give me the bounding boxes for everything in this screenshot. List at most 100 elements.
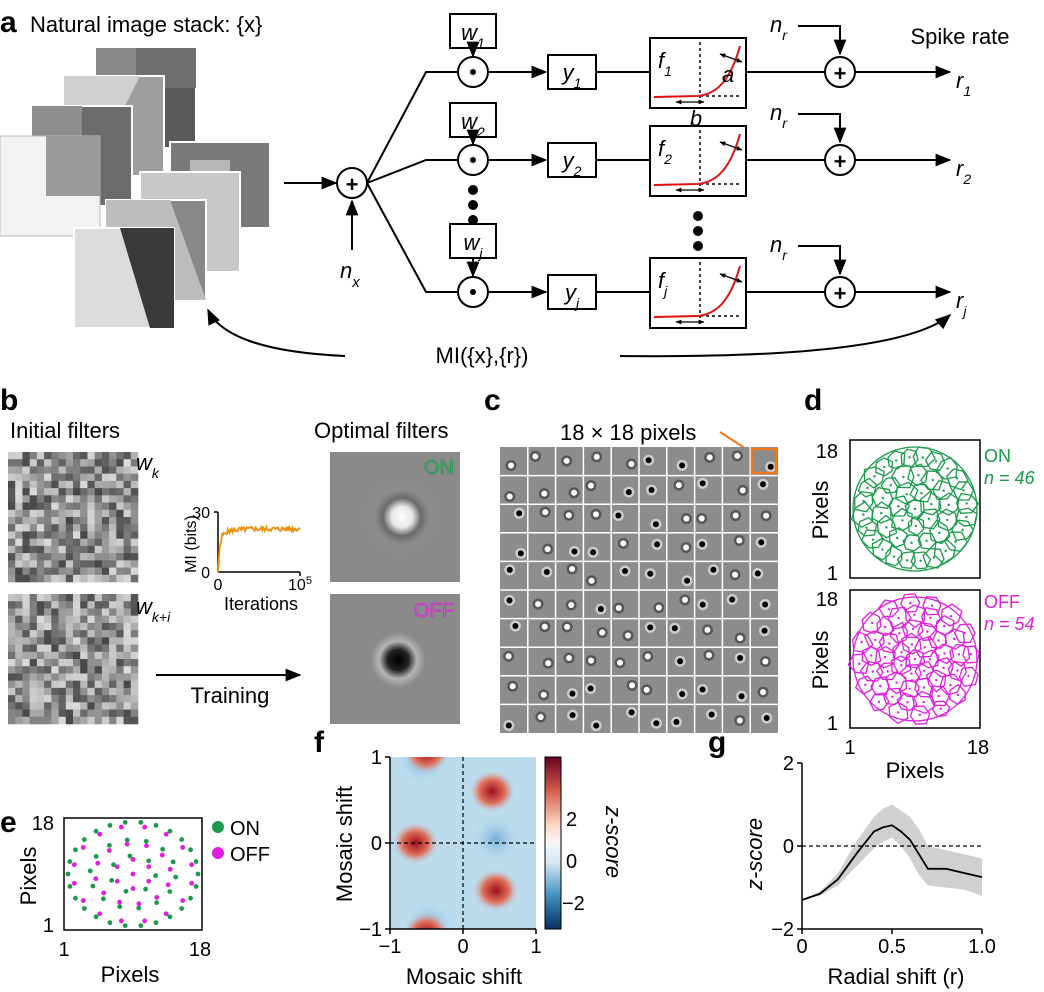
filter-cell: [739, 487, 746, 494]
param-b-label: b: [690, 106, 702, 131]
filter-cell: [588, 657, 595, 664]
hot-spot-1: [471, 868, 520, 913]
d-tick-top-1: 1: [827, 563, 838, 585]
on-dot: [138, 819, 144, 825]
mosaic-cell: [900, 448, 919, 468]
off-dot: [142, 824, 148, 830]
initial-filter-wk: [8, 452, 139, 583]
initial-filter-wki: [8, 594, 139, 725]
mosaic-boundary: [852, 596, 978, 722]
filter-cell: [737, 635, 744, 642]
weight-label-1: w1: [461, 20, 485, 51]
mosaic-cell: [887, 450, 906, 470]
filter-cell: [762, 658, 769, 665]
filter-cell: [698, 515, 705, 522]
filter-cell: [706, 454, 713, 461]
nonlinearity-label-1: f1: [658, 48, 672, 79]
nonlinearity-label-2: f2: [658, 136, 672, 167]
grid-size-label: 18 × 18 pixels: [560, 420, 696, 445]
off-dot: [189, 880, 195, 886]
off-dot: [154, 895, 160, 900]
filter-cell: [516, 510, 523, 517]
on-dot: [124, 837, 130, 843]
filter-cell: [645, 457, 652, 464]
panel-c-label: c: [484, 384, 501, 417]
filter-cell: [571, 489, 578, 496]
f-xtick: 1: [530, 936, 541, 958]
filter-cell: [616, 659, 623, 666]
on-dot: [67, 859, 73, 864]
off-dot: [95, 860, 101, 866]
mosaic-cell: [924, 450, 946, 472]
on-mosaic: [850, 446, 980, 572]
filter-cell: [647, 570, 654, 577]
dot-symbol-2: [470, 157, 476, 163]
off-dot: [97, 911, 103, 917]
filter-cell: [734, 452, 741, 459]
on-dot: [73, 847, 78, 853]
off-dot: [80, 845, 86, 850]
cbar-label: z-score: [601, 805, 626, 878]
e-ylabel: Pixels: [16, 847, 41, 906]
on-dot: [143, 838, 149, 844]
filter-cell: [593, 722, 600, 729]
d-ylabel-top: Pixels: [808, 481, 833, 540]
rate-noise-label-3: nr: [770, 232, 788, 263]
on-filter-label: ON: [424, 457, 454, 479]
param-a-label: a: [722, 62, 734, 87]
mosaic-cell: [874, 645, 896, 669]
off-dot: [130, 871, 136, 877]
filter-cell: [767, 463, 774, 470]
rate-sum-symbol-3: +: [834, 281, 847, 306]
mosaic-cell: [944, 628, 965, 651]
mosaic-cell: [929, 519, 951, 545]
off-dot: [130, 857, 136, 862]
filter-cell: [683, 515, 690, 522]
legend-on-marker: [212, 821, 224, 833]
mosaic-cell: [917, 532, 937, 550]
inset-mi-line: [217, 524, 301, 573]
off-dot: [146, 878, 152, 884]
filter-cell: [699, 541, 706, 548]
rate-sum-symbol-1: +: [834, 61, 847, 86]
off-dot: [114, 864, 120, 870]
legend-off-label: OFF: [230, 844, 270, 866]
mosaic-cell: [901, 619, 924, 639]
mosaic-cell: [847, 653, 870, 675]
mi-inset-chart: 30 0 0 105 MI (bits) Iterations: [183, 505, 312, 614]
input-noise-label: nx: [340, 258, 360, 291]
off-type-label: OFF: [984, 592, 1020, 612]
filter-cell: [763, 512, 770, 519]
mosaic-cell: [945, 468, 969, 491]
mosaic-cell: [935, 615, 955, 637]
filter-cell: [628, 461, 635, 468]
hot-spot-4: [402, 911, 451, 929]
filter-cell: [699, 480, 706, 487]
mosaic-cell: [888, 701, 909, 725]
g-mean-line: [801, 824, 983, 901]
mosaic-cell: [857, 516, 878, 537]
mosaic-cell: [928, 685, 951, 707]
filter-cell: [643, 686, 650, 693]
highlighted-filter: [750, 447, 778, 475]
on-dot: [167, 914, 173, 920]
filter-cell: [568, 602, 575, 609]
mosaic-cell: [955, 492, 980, 514]
filter-cell: [509, 683, 516, 690]
output-label-1: y1: [561, 60, 582, 91]
filter-cell: [563, 457, 570, 464]
on-dot: [153, 873, 159, 879]
off-dot: [165, 882, 171, 888]
filter-cell: [541, 490, 548, 497]
filter-cell: [542, 509, 549, 516]
mosaic-cell: [927, 629, 948, 649]
weight-label-3: wj: [463, 230, 483, 261]
mosaic-cell: [889, 621, 909, 644]
mosaic-cell: [914, 635, 938, 658]
filter-cell: [699, 686, 706, 693]
filter-cell: [683, 544, 690, 551]
on-dot: [179, 837, 185, 842]
image-stack-label: Natural image stack: {x}: [30, 12, 262, 37]
on-dot: [81, 837, 87, 842]
